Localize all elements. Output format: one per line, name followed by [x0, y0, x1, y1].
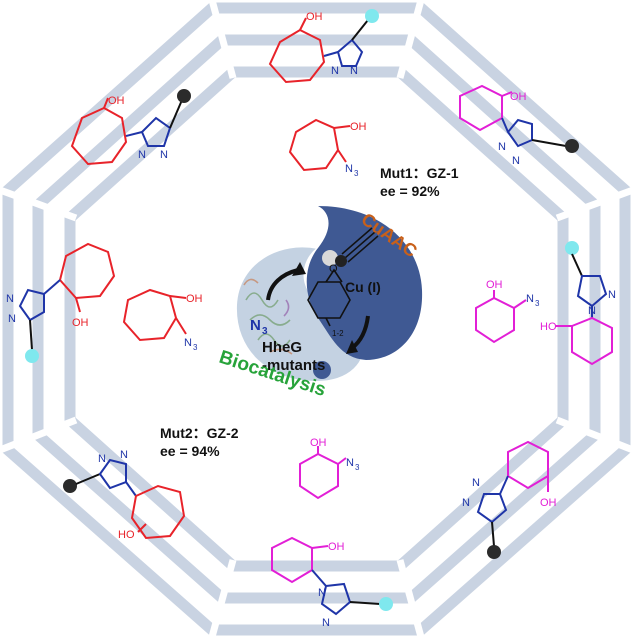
ball-cyan [365, 9, 379, 23]
structure-mid-left-red-azide: OH N 3 [122, 288, 203, 352]
mut1-line1: Mut1：GZ-1 [380, 165, 459, 181]
ball-dark [487, 545, 501, 559]
structure-right-magenta-azide: OH N 3 [475, 279, 540, 344]
svg-text:3: 3 [354, 169, 359, 178]
svg-text:OH: OH [328, 541, 345, 553]
yin-dark-half [306, 206, 423, 360]
svg-text:N: N [498, 141, 506, 153]
svg-text:HO: HO [540, 321, 557, 333]
svg-text:N: N [608, 289, 616, 301]
mut1-line2: ee = 92% [380, 183, 440, 199]
alkyne-triple-bond [341, 227, 379, 263]
svg-text:N: N [318, 587, 326, 599]
swirl-arrow-right-head [346, 340, 358, 354]
svg-text:N: N [472, 477, 480, 489]
swirl-arrow-left-head [292, 262, 306, 276]
ball-dark [177, 89, 191, 103]
ball-cyan [379, 597, 393, 611]
structure-upper-red-azide: OH N 3 [288, 118, 367, 178]
catalyst-label: Cu (I) [345, 279, 381, 295]
mut2-line1: Mut2：GZ-2 [160, 425, 239, 441]
ball-cyan [25, 349, 39, 363]
svg-text:N: N [8, 313, 16, 325]
enzyme-protein-cartoon [243, 278, 293, 355]
epoxide-oxygen: O [329, 263, 338, 275]
epoxide-ring [307, 268, 351, 327]
svg-text:3: 3 [535, 299, 540, 308]
svg-text:N: N [98, 453, 106, 465]
mut2-line2: ee = 94% [160, 443, 220, 459]
structure-top-red-triazole: OH N N [268, 9, 379, 84]
svg-text:OH: OH [486, 279, 503, 291]
svg-text:3: 3 [355, 463, 360, 472]
svg-text:N: N [512, 155, 520, 167]
enzyme-label-line2: -mutants [262, 357, 325, 374]
svg-text:N: N [120, 449, 128, 461]
svg-text:3: 3 [193, 343, 198, 352]
structure-upper-right-magenta-triazole: OH N N [459, 84, 579, 167]
ring-size-label: 1-2 [332, 329, 344, 338]
structure-upper-left-red-triazole: OH N N [70, 89, 191, 166]
svg-text:OH: OH [306, 11, 323, 23]
svg-text:OH: OH [108, 95, 125, 107]
azide-label: N [250, 317, 261, 334]
svg-text:N: N [331, 65, 339, 77]
svg-text:N: N [138, 149, 146, 161]
yin-dot-light [322, 250, 338, 266]
svg-text:N: N [6, 293, 14, 305]
svg-text:N: N [345, 163, 353, 175]
svg-text:OH: OH [510, 91, 527, 103]
structure-right-magenta-triazole: N N HO [540, 241, 616, 366]
structure-lower-right-magenta-triazole: OH N N [462, 440, 557, 559]
svg-text:N: N [526, 293, 534, 305]
structure-bottom-magenta-triazole: OH N N [271, 536, 393, 629]
ball-cyan [565, 241, 579, 255]
yang-dot-dark [313, 361, 331, 379]
svg-text:N: N [350, 65, 358, 77]
svg-text:N: N [184, 337, 192, 349]
swirl-arrow-left [266, 268, 299, 301]
enzyme-label-line1: HheG [262, 339, 302, 356]
svg-text:OH: OH [310, 437, 327, 449]
ball-dark [63, 479, 77, 493]
ball-dark [335, 255, 347, 267]
structure-lower-left-red-triazole: N N HO [63, 449, 186, 541]
ball-dark [565, 139, 579, 153]
svg-text:OH: OH [350, 121, 367, 133]
svg-text:N: N [462, 497, 470, 509]
svg-text:N: N [346, 457, 354, 469]
svg-text:OH: OH [540, 497, 557, 509]
svg-text:OH: OH [186, 293, 203, 305]
svg-text:HO: HO [118, 529, 135, 541]
svg-text:N: N [322, 617, 330, 629]
structure-lower-magenta-azide: OH N 3 [299, 437, 360, 500]
svg-text:N: N [160, 149, 168, 161]
structure-left-red-triazole: OH N N [6, 242, 116, 363]
azide-subscript: 3 [262, 326, 268, 337]
svg-text:OH: OH [72, 317, 89, 329]
yin-yang-center: O 1-2 CuAAC Cu (I) N 3 HheG -mutants Bio… [216, 206, 423, 401]
svg-text:N: N [588, 305, 596, 317]
